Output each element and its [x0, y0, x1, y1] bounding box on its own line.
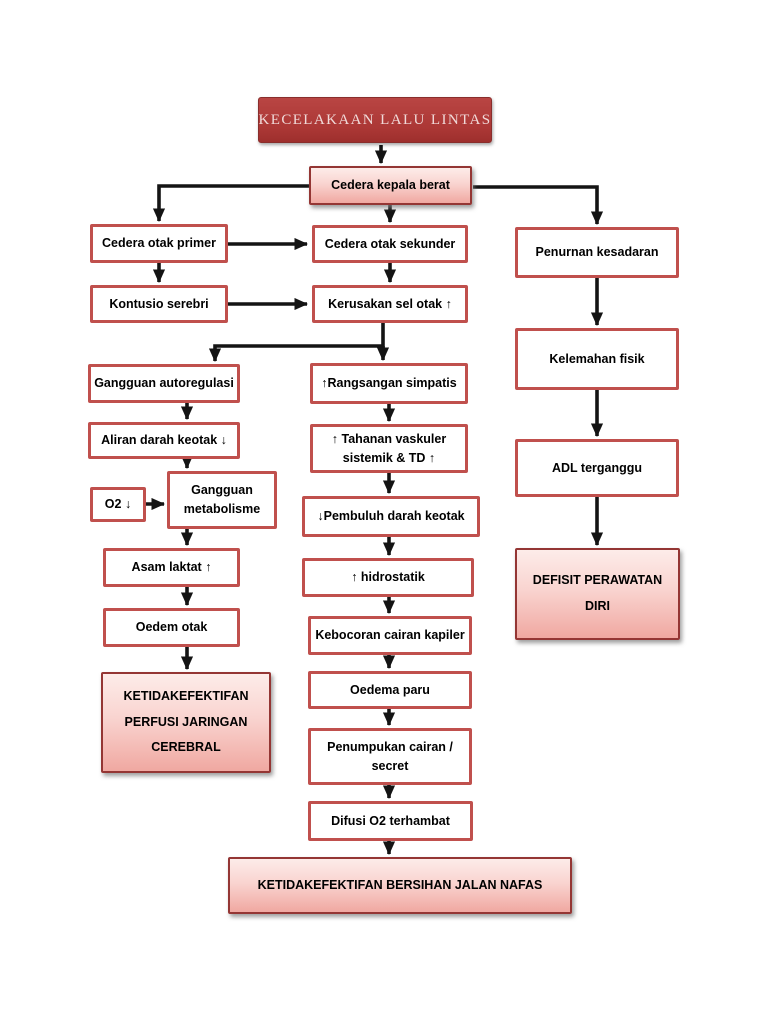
penurnan-kesadaran: Penurnan kesadaran [515, 227, 679, 278]
ketidakefektifan-perfusi-jaringan-cerebral-label: CEREBRAL [151, 740, 221, 755]
adl-terganggu: ADL terganggu [515, 439, 679, 497]
tahanan-vaskuler-sistemik-label: ↑ Tahanan vaskuler [331, 431, 447, 446]
kebocoran-cairan-kapiler-label: Kebocoran cairan kapiler [315, 628, 465, 643]
title-kecelakaan-lalu-lintas-label: KECELAKAAN LALU LINTAS [258, 111, 492, 128]
tahanan-vaskuler-sistemik: ↑ Tahanan vaskuler sistemik & TD ↑ [310, 424, 468, 473]
kerusakan-sel-otak-label: Kerusakan sel otak ↑ [328, 296, 452, 311]
gangguan-metabolisme-label: metabolisme [183, 502, 261, 516]
tahanan-vaskuler-sistemik-label: sistemik & TD ↑ [342, 450, 436, 465]
difusi-o2-terhambat-label: Difusi O2 terhambat [331, 813, 450, 828]
ketidakefektifan-bersihan-jalan-nafas-label: KETIDAKEFEKTIFAN BERSIHAN JALAN NAFAS [257, 877, 543, 892]
cedera-otak-sekunder: Cedera otak sekunder [312, 225, 468, 263]
ketidakefektifan-perfusi-jaringan-cerebral-label: PERFUSI JARINGAN [124, 714, 248, 729]
ketidakefektifan-perfusi-jaringan-cerebral: KETIDAKEFEKTIFAN PERFUSI JARINGAN CEREBRAL [101, 672, 271, 773]
kebocoran-cairan-kapiler: Kebocoran cairan kapiler [308, 616, 472, 655]
pembuluh-darah-keotak: ↓Pembuluh darah keotak [302, 496, 480, 537]
kontusio-serebri: Kontusio serebri [90, 285, 228, 323]
cedera-kepala-berat-label: Cedera kepala berat [331, 177, 450, 192]
oedema-paru: Oedema paru [308, 671, 472, 709]
cedera-otak-primer-label: Cedera otak primer [102, 236, 216, 251]
gangguan-metabolisme: Gangguan metabolisme [167, 471, 277, 529]
oedem-otak-label: Oedem otak [135, 620, 208, 635]
rangsangan-simpatis: ↑Rangsangan simpatis [310, 363, 468, 404]
aliran-darah-keotak: Aliran darah keotak ↓ [88, 422, 240, 459]
arrow-cedera-kepala-berat-to-cedera-otak-primer [152, 184, 309, 223]
defisit-perawatan-diri-label: DIRI [585, 599, 610, 613]
arrow-cedera-kepala-berat-to-penurnan-kesadaran [473, 185, 604, 226]
gangguan-autoregulasi: Gangguan autoregulasi [88, 364, 240, 403]
penumpukan-cairan-secret-label: secret [371, 758, 409, 773]
ketidakefektifan-bersihan-jalan-nafas: KETIDAKEFEKTIFAN BERSIHAN JALAN NAFAS [228, 857, 572, 914]
rangsangan-simpatis-label: ↑Rangsangan simpatis [321, 376, 457, 391]
penumpukan-cairan-secret-label: Penumpukan cairan / [327, 739, 453, 754]
kelemahan-fisik-label: Kelemahan fisik [549, 351, 645, 366]
cedera-kepala-berat: Cedera kepala berat [309, 166, 472, 205]
defisit-perawatan-diri-label: DEFISIT PERAWATAN [532, 573, 663, 588]
gangguan-autoregulasi-label: Gangguan autoregulasi [94, 376, 234, 391]
o2-turun: O2 ↓ [90, 487, 146, 522]
ketidakefektifan-perfusi-jaringan-cerebral-label: KETIDAKEFEKTIFAN [123, 689, 249, 704]
asam-laktat-label: Asam laktat ↑ [131, 560, 212, 575]
title-kecelakaan-lalu-lintas: KECELAKAAN LALU LINTAS [258, 97, 492, 143]
defisit-perawatan-diri: DEFISIT PERAWATAN DIRI [515, 548, 680, 640]
aliran-darah-keotak-label: Aliran darah keotak ↓ [101, 433, 227, 448]
kelemahan-fisik: Kelemahan fisik [515, 328, 679, 390]
asam-laktat: Asam laktat ↑ [103, 548, 240, 587]
hidrostatik: ↑ hidrostatik [302, 558, 474, 597]
penurnan-kesadaran-label: Penurnan kesadaran [535, 245, 659, 260]
difusi-o2-terhambat: Difusi O2 terhambat [308, 801, 473, 841]
penumpukan-cairan-secret: Penumpukan cairan / secret [308, 728, 472, 785]
cedera-otak-sekunder-label: Cedera otak sekunder [324, 236, 456, 251]
kerusakan-sel-otak: Kerusakan sel otak ↑ [312, 285, 468, 323]
pembuluh-darah-keotak-label: ↓Pembuluh darah keotak [317, 509, 465, 524]
o2-turun-label: O2 ↓ [104, 497, 132, 512]
hidrostatik-label: ↑ hidrostatik [351, 570, 425, 585]
oedem-otak: Oedem otak [103, 608, 240, 647]
gangguan-metabolisme-label: Gangguan [191, 483, 253, 498]
oedema-paru-label: Oedema paru [350, 682, 430, 697]
kontusio-serebri-label: Kontusio serebri [109, 296, 209, 311]
cedera-otak-primer: Cedera otak primer [90, 224, 228, 263]
adl-terganggu-label: ADL terganggu [551, 460, 643, 475]
arrow-kerusakan-sel-otak-to-gangguan-autoregulasi [208, 323, 385, 363]
